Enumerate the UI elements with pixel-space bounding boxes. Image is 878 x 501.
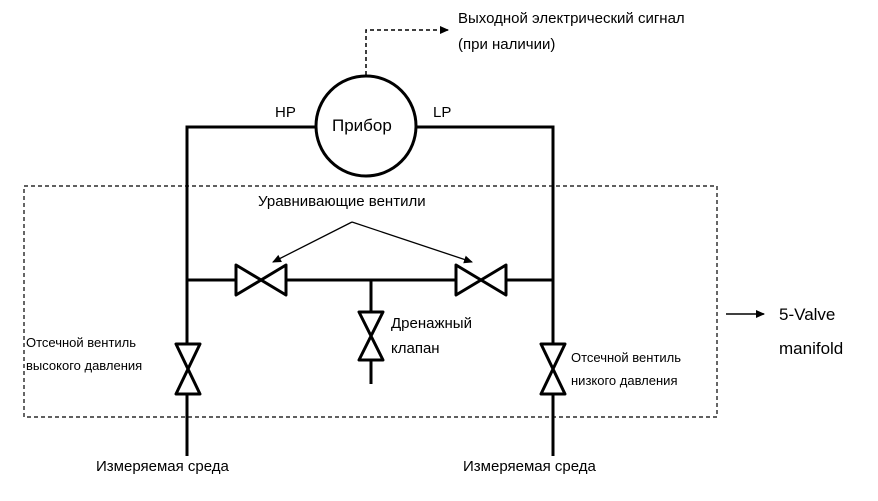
lp-block-valve — [539, 342, 567, 396]
output-signal-label-line2: (при наличии) — [458, 36, 556, 53]
drain-valve-label-line2: клапан — [391, 340, 440, 357]
hp-label: HP — [275, 104, 296, 121]
equalizing-pointer-left — [272, 221, 353, 263]
manifold-label-line1: 5-Valve — [779, 305, 836, 324]
lp-block-valve-label-line1: Отсечной вентиль — [571, 350, 682, 365]
manifold-label-line2: manifold — [779, 339, 844, 358]
equalizing-valves-label: Уравнивающие вентили — [258, 193, 426, 210]
lp-impulse-line — [416, 125, 555, 344]
process-medium-right: Измеряемая среда — [463, 458, 596, 475]
hp-block-valve — [174, 342, 202, 396]
lp-block-valve-label-line2: низкого давления — [571, 373, 678, 388]
drain-valve-label-line1: Дренажный — [391, 315, 472, 332]
process-medium-left: Измеряемая среда — [96, 458, 229, 475]
output-signal-line — [365, 26, 449, 75]
drain-valve — [357, 310, 385, 362]
instrument-label: Прибор — [332, 116, 392, 135]
hp-block-valve-label-line1: Отсечной вентиль — [26, 335, 137, 350]
manifold-boundary — [23, 185, 718, 418]
output-signal-label-line1: Выходной электрический сигнал — [458, 10, 685, 27]
hp-impulse-line — [185, 125, 316, 344]
equalizing-pointer-right — [351, 221, 473, 264]
equalizing-valve-right — [454, 263, 508, 297]
hp-block-valve-label-line2: высокого давления — [26, 358, 143, 373]
lp-label: LP — [433, 104, 452, 121]
equalizing-valve-left — [234, 263, 288, 297]
